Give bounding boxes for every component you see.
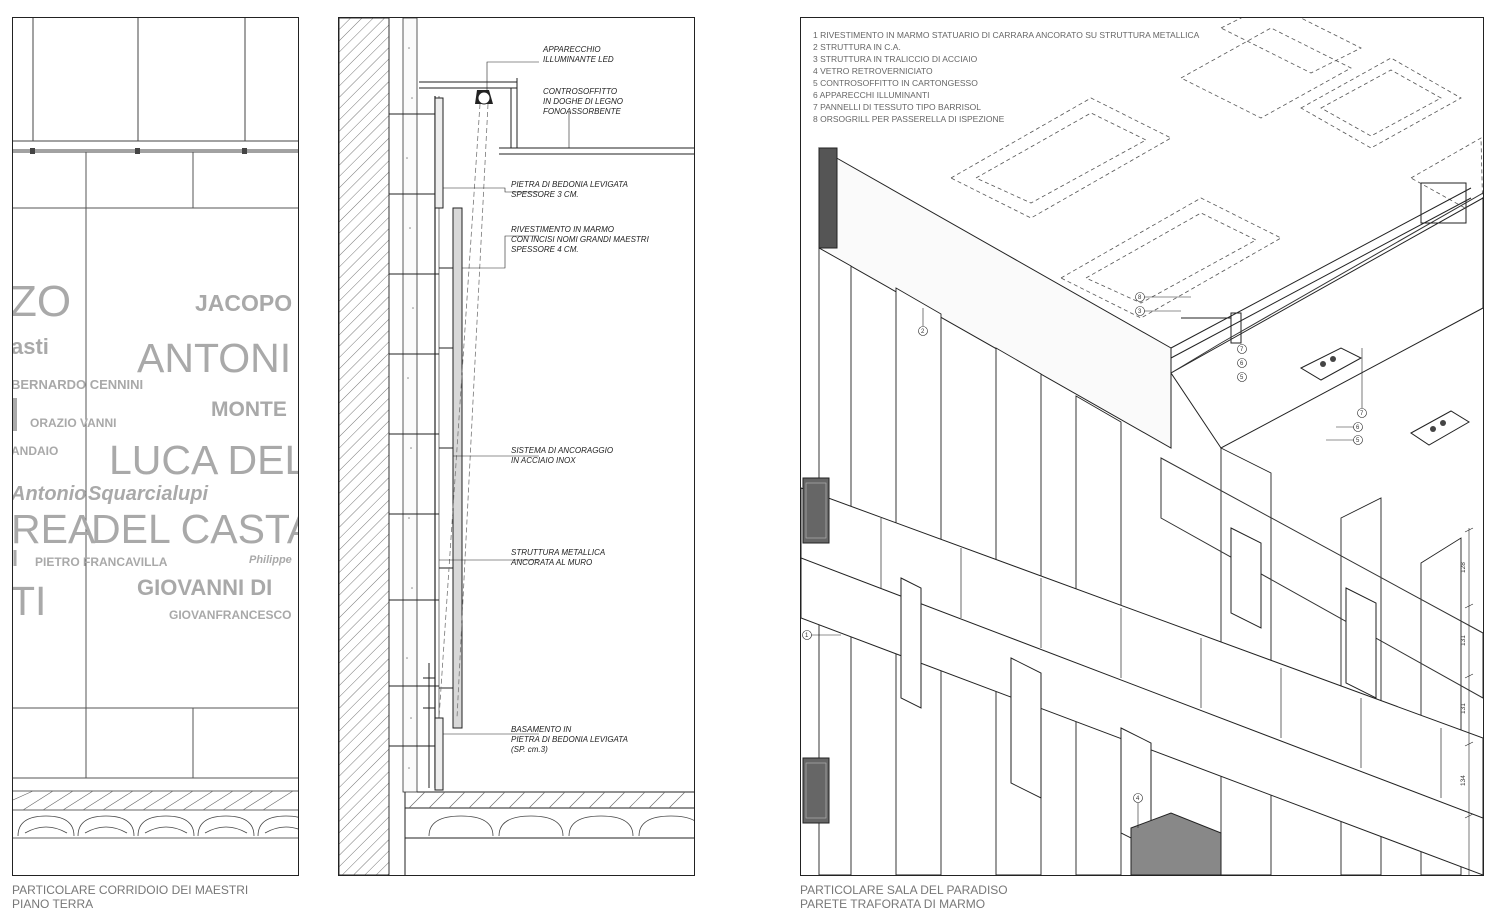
corridor-elevation-drawing: ZO asti JACOPO ANTONI BERNARDO CENNINI M… [13,18,298,839]
dimension-label: 134 [1460,775,1467,786]
engraved-name: GIOVANFRANCESCO [169,608,291,622]
engraved-name: JACOPO [195,290,292,316]
note-line: (SP. cm.3) [511,745,548,754]
callout-number: 5 [1356,438,1360,444]
caption-subtitle: PIANO TERRA [12,897,94,911]
note-line: BASAMENTO IN [511,725,572,734]
isometric-detail-panel: 1 RIVESTIMENTO IN MARMO STATUARIO DI CAR… [800,17,1484,876]
engraved-name: ZO [13,277,71,326]
legend-item: 5 CONTROSOFFITTO IN CARTONGESSO [813,78,978,88]
engraved-name: ANTONI [137,335,291,381]
legend-item: 1 RIVESTIMENTO IN MARMO STATUARIO DI CAR… [813,30,1200,40]
note-line: PIETRA DI BEDONIA LEVIGATA [511,735,628,744]
engraved-name: Antonio [13,483,87,505]
svg-text:1 RIVESTIMENTO IN MARMO STATUA: 1 RIVESTIMENTO IN MARMO STATUARIO DI CAR… [813,30,1201,124]
callout-number: 7 [1240,347,1244,353]
note-line: FONOASSORBENTE [543,107,621,116]
callout-number: 6 [1356,425,1360,431]
callout-number: 4 [1136,796,1140,802]
legend-item: 8 ORSOGRILL PER PASSERELLA DI ISPEZIONE [813,114,1005,124]
engraved-name: Squarcialupi [88,483,208,505]
isometric-detail-drawing: 1 RIVESTIMENTO IN MARMO STATUARIO DI CAR… [801,18,1483,875]
engraved-name: LUCA DEL [109,437,298,483]
dimension-label: 131 [1460,635,1467,646]
note-line: CON INCISI NOMI GRANDI MAESTRI [511,235,650,244]
callout-number: 5 [1240,375,1244,381]
dimension-label: 128 [1460,562,1467,573]
engraved-name: TI [13,578,46,624]
engraved-name: GIOVANNI DI [137,575,272,600]
note-line: ANCORATA AL MURO [510,558,592,567]
caption-title: PARTICOLARE SALA DEL PARADISO [800,883,1008,897]
engraved-name: ANDAIO [13,444,58,458]
note-line: IN DOGHE DI LEGNO [543,97,623,106]
note-line: SPESSORE 4 CM. [511,245,579,254]
legend-item: 4 VETRO RETROVERNICIATO [813,66,933,76]
callout-number: 7 [1360,411,1364,417]
engraved-name: ORAZIO VANNI [30,416,116,430]
elevation-caption: PARTICOLARE CORRIDOIO DEI MAESTRI PIANO … [12,883,248,911]
dimension-label: 131 [1460,703,1467,714]
engraved-name: BERNARDO CENNINI [13,377,143,392]
note-line: SISTEMA DI ANCORAGGIO [511,446,613,455]
engraved-name: DEL CASTA [91,506,298,552]
caption-subtitle: PARETE TRAFORATA DI MARMO [800,897,986,911]
note-line: PIETRA DI BEDONIA LEVIGATA [511,180,628,189]
iso-caption: PARTICOLARE SALA DEL PARADISO PARETE TRA… [800,883,1008,911]
callout-number: 1 [805,633,809,639]
corridor-elevation-panel: ZO asti JACOPO ANTONI BERNARDO CENNINI M… [12,17,299,876]
caption-title: PARTICOLARE CORRIDOIO DEI MAESTRI [12,883,249,897]
legend-item: 3 STRUTTURA IN TRALICCIO DI ACCIAIO [813,54,978,64]
note-line: RIVESTIMENTO IN MARMO [511,225,614,234]
legend-item: 6 APPARECCHI ILLUMINANTI [813,90,930,100]
note-line: ILLUMINANTE LED [543,55,614,64]
callout-number: 3 [1138,309,1142,315]
note-line: CONTROSOFFITTO [543,87,617,96]
engraved-name: Philippe [249,554,292,566]
callout-number: 2 [921,329,925,335]
note-line: APPARECCHIO [542,45,601,54]
note-line: SPESSORE 3 CM. [511,190,579,199]
callout-number: 8 [1138,295,1142,301]
engraved-name: MONTE [211,398,287,421]
engraved-name: asti [13,334,49,359]
legend-item: 2 STRUTTURA IN C.A. [813,42,901,52]
legend-item: 7 PANNELLI DI TESSUTO TIPO BARRISOL [813,102,981,112]
engraved-name: REA [13,506,96,552]
callout-number: 6 [1240,361,1244,367]
note-line: STRUTTURA METALLICA [511,548,605,557]
engraved-name: PIETRO FRANCAVILLA [35,555,168,569]
note-line: IN ACCIAIO INOX [511,456,576,465]
